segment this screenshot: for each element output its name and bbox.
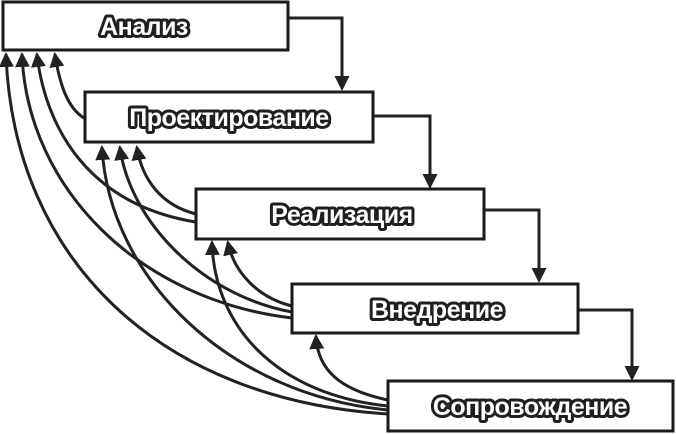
feedback-arrow-deployment-to-implementation — [223, 240, 294, 308]
feedback-arrow-maintenance-to-deployment — [309, 334, 390, 402]
feedback-arrows — [0, 52, 390, 416]
stage-implementation: Реализация — [194, 187, 486, 241]
forward-arrow-implementation-to-deployment — [484, 208, 547, 283]
stage-analysis: Анализ — [1, 0, 290, 52]
stage-design: Проектирование — [83, 90, 375, 144]
stage-analysis-box — [1, 0, 290, 52]
feedback-arrow-implementation-to-design — [131, 145, 198, 216]
stage-implementation-label: Реализация — [271, 201, 412, 229]
stage-maintenance-box — [386, 379, 675, 433]
feedback-arrow-maintenance-to-implementation — [204, 240, 390, 408]
stage-design-box — [83, 90, 375, 144]
feedback-arrow-implementation-to-analysis — [30, 52, 198, 224]
stage-analysis-label: Анализ — [100, 13, 188, 41]
stage-design-label: Проектирование — [129, 104, 329, 132]
feedback-arrow-maintenance-to-design — [95, 145, 390, 412]
stage-deployment-label: Внедрение — [371, 296, 504, 324]
stage-deployment-box — [290, 282, 580, 335]
stage-deployment: Внедрение — [290, 282, 580, 335]
stage-implementation-box — [194, 187, 486, 241]
feedback-arrow-deployment-to-design — [114, 145, 294, 314]
forward-arrow-design-to-implementation — [373, 114, 438, 189]
stage-maintenance: Сопровождение — [386, 379, 675, 433]
forward-arrows — [288, 16, 640, 381]
feedback-arrow-deployment-to-analysis — [15, 52, 294, 320]
stage-maintenance-label: Сопровождение — [433, 393, 628, 421]
forward-arrow-deployment-to-maintenance — [578, 308, 640, 381]
forward-arrow-analysis-to-design — [288, 16, 350, 91]
feedback-arrow-maintenance-to-analysis — [0, 52, 390, 416]
feedback-arrow-design-to-analysis — [49, 52, 86, 120]
